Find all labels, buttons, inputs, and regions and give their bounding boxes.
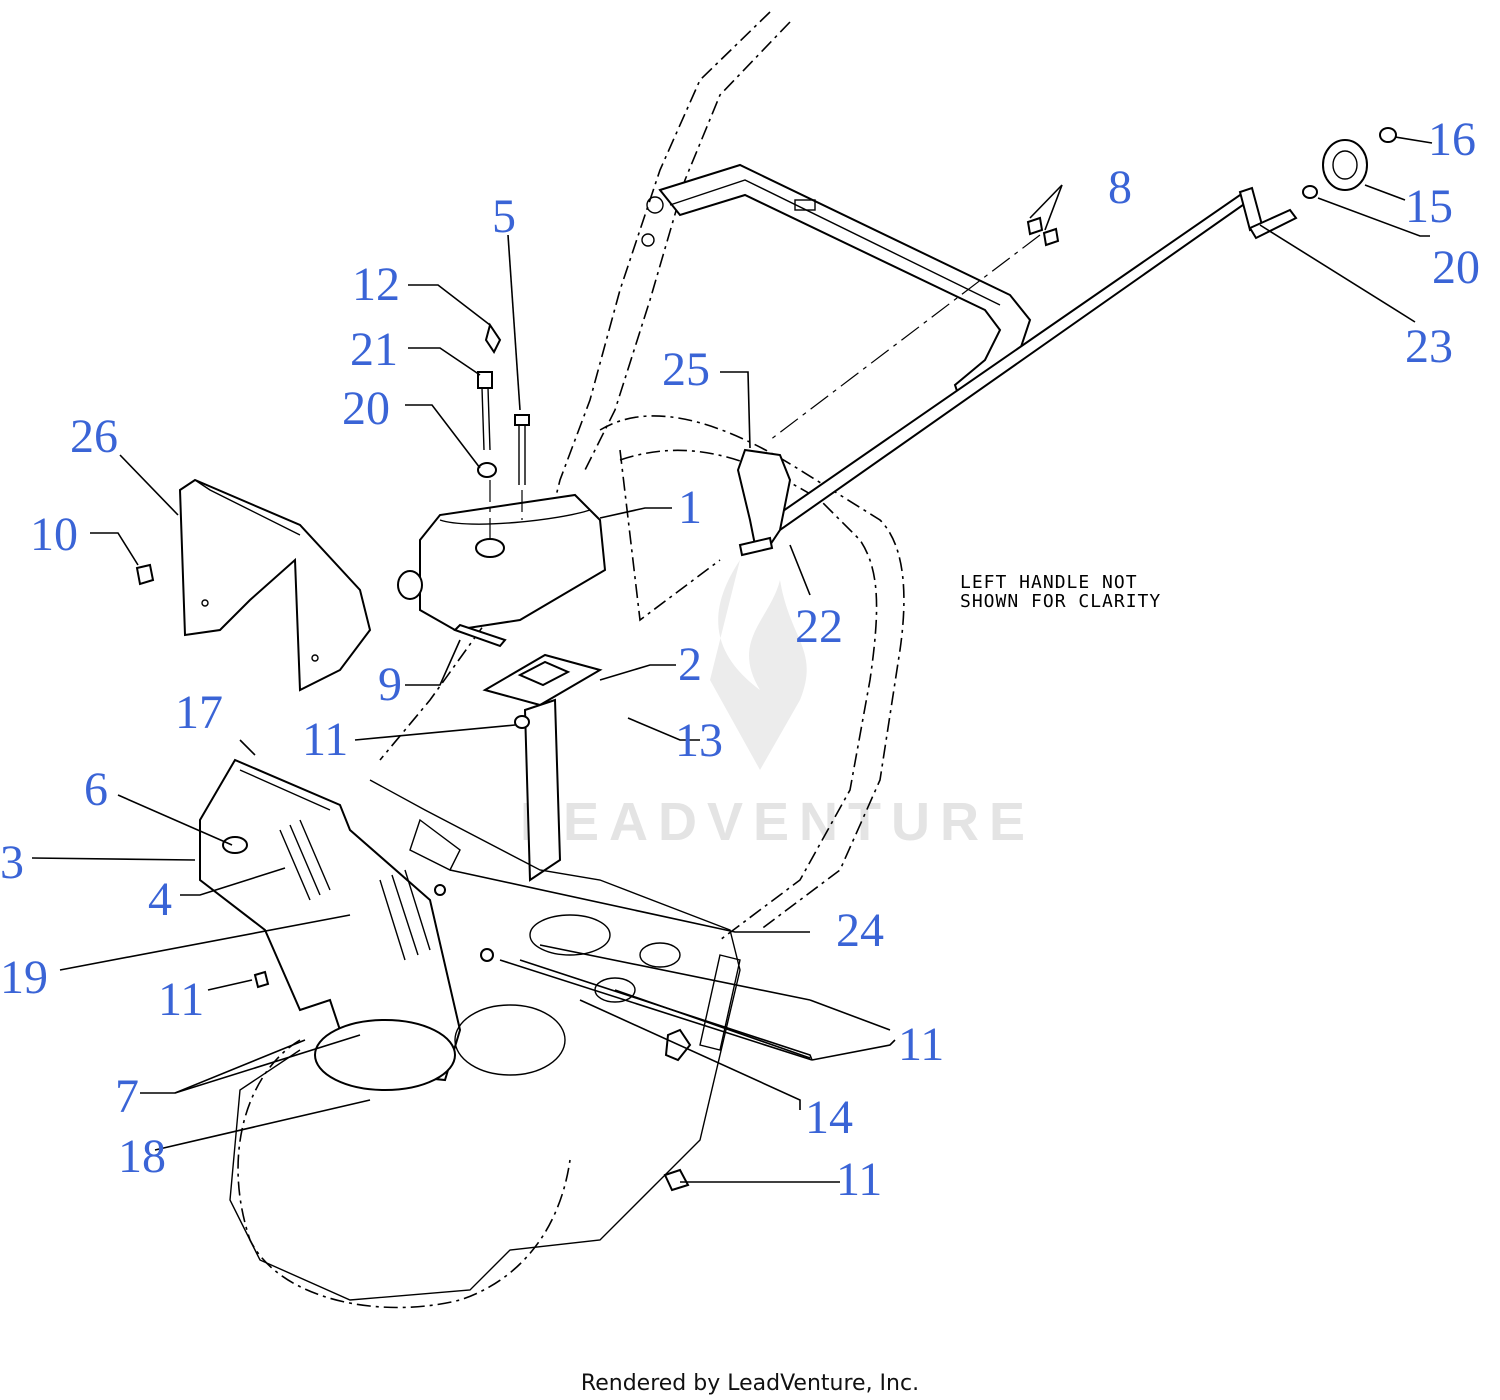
discharge-chute	[199, 758, 462, 1091]
callout-13[interactable]: 13	[675, 714, 723, 767]
handle-phantom	[379, 11, 905, 941]
callout-8[interactable]: 8	[1108, 161, 1132, 214]
footer-credit: Rendered by LeadVenture, Inc.	[581, 1371, 919, 1396]
callout-1[interactable]: 1	[678, 481, 702, 534]
callout-26[interactable]: 26	[70, 410, 118, 463]
callout-9[interactable]: 9	[378, 658, 402, 711]
chute-pivot-bracket	[482, 653, 603, 882]
callout-20-bolt[interactable]: 20	[342, 382, 390, 435]
callout-7[interactable]: 7	[115, 1070, 139, 1123]
callout-11-pivot[interactable]: 11	[302, 713, 348, 766]
callout-4[interactable]: 4	[148, 873, 172, 926]
support-bracket	[736, 448, 792, 557]
callout-11-chute[interactable]: 11	[158, 973, 204, 1026]
chute-tilt-cover	[397, 493, 607, 648]
callout-22[interactable]: 22	[795, 600, 843, 653]
callout-24[interactable]: 24	[836, 904, 884, 957]
callout-2[interactable]: 2	[678, 638, 702, 691]
callout-11-lower[interactable]: 11	[836, 1153, 882, 1206]
callout-19[interactable]: 19	[0, 951, 48, 1004]
callouts: 1 2 3 4 5 6 7 8 9 10 11 11 11 11 12 13 1…	[0, 113, 1480, 1206]
note-line-1: LEFT HANDLE NOT	[960, 572, 1138, 593]
callout-16[interactable]: 16	[1428, 113, 1476, 166]
callout-5[interactable]: 5	[492, 190, 516, 243]
callout-15[interactable]: 15	[1405, 180, 1453, 233]
callout-12[interactable]: 12	[352, 258, 400, 311]
chute-deflector	[135, 478, 372, 692]
callout-10[interactable]: 10	[30, 508, 78, 561]
callout-20-knob[interactable]: 20	[1432, 241, 1480, 294]
crank-knob	[1302, 127, 1397, 199]
bolts	[769, 216, 1060, 441]
leader-lines	[31, 136, 1433, 1183]
watermark-text: LEADVENTURE	[520, 792, 1035, 852]
callout-14[interactable]: 14	[805, 1091, 853, 1144]
callout-23[interactable]: 23	[1405, 320, 1453, 373]
callout-3[interactable]: 3	[0, 836, 24, 889]
callout-21[interactable]: 21	[350, 323, 398, 376]
note-line-2: SHOWN FOR CLARITY	[960, 591, 1161, 612]
watermark: LEADVENTURE	[520, 560, 1035, 852]
callout-6[interactable]: 6	[84, 763, 108, 816]
callout-18[interactable]: 18	[118, 1130, 166, 1183]
callout-11-housing[interactable]: 11	[898, 1018, 944, 1071]
callout-17[interactable]: 17	[175, 686, 223, 739]
callout-25[interactable]: 25	[662, 343, 710, 396]
bolt-stack	[477, 322, 530, 540]
